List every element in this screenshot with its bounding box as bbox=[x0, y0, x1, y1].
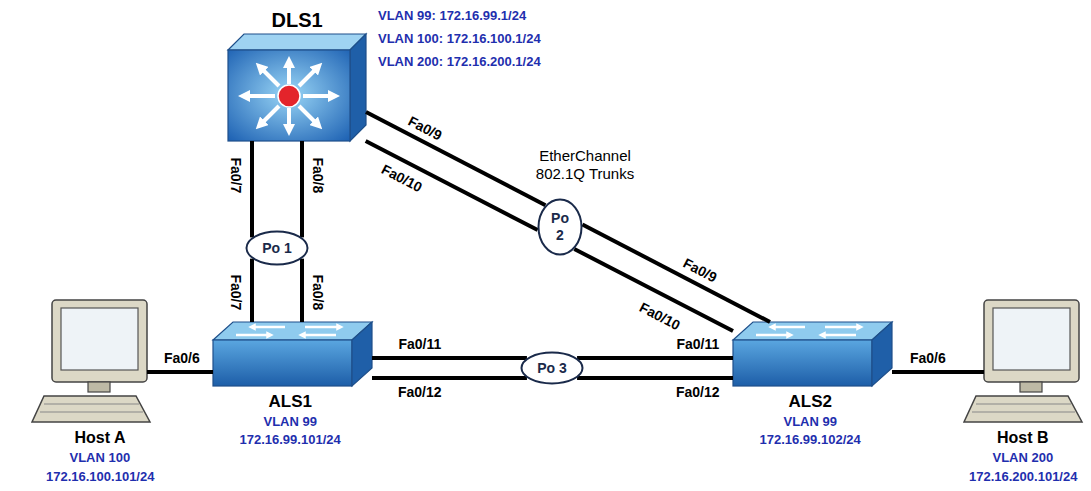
pc-icon-host-b bbox=[964, 300, 1082, 422]
trunk-link bbox=[366, 141, 538, 230]
address-label: VLAN 100 bbox=[70, 450, 131, 466]
trunk-link bbox=[250, 259, 254, 322]
port-label: Fa0/7 bbox=[228, 157, 245, 193]
mls-arrow bbox=[299, 106, 318, 125]
trunk-link bbox=[892, 370, 984, 374]
mls-side bbox=[350, 34, 366, 141]
port-channel-oval: Po 2 bbox=[537, 198, 583, 256]
address-label: 172.16.99.102/24 bbox=[760, 432, 861, 448]
mls-arrow bbox=[287, 62, 291, 84]
trunk-link bbox=[300, 141, 304, 237]
trunk-link bbox=[372, 356, 527, 360]
address-label: VLAN 99: 172.16.99.1/24 bbox=[378, 8, 526, 24]
mls-arrow bbox=[244, 94, 275, 98]
switch-icon-als1 bbox=[213, 322, 372, 386]
trunk-link bbox=[250, 141, 254, 237]
port-label: Fa0/6 bbox=[910, 350, 946, 367]
address-label: VLAN 99 bbox=[784, 414, 837, 430]
mls-arrow bbox=[260, 106, 279, 125]
port-label: Fa0/11 bbox=[677, 336, 720, 353]
mls-arrow bbox=[287, 108, 291, 130]
port-label: Fa0/12 bbox=[398, 384, 442, 401]
trunk-link bbox=[366, 112, 545, 205]
address-label: VLAN 100: 172.16.100.1/24 bbox=[378, 31, 541, 47]
device-name: Host B bbox=[997, 428, 1049, 447]
port-label: Fa0/7 bbox=[228, 274, 245, 310]
trunk-link bbox=[147, 370, 213, 374]
trunk-link bbox=[577, 356, 733, 360]
device-name: ALS2 bbox=[789, 392, 832, 412]
mls-arrow bbox=[299, 67, 318, 86]
address-label: 172.16.200.101/24 bbox=[969, 469, 1077, 485]
port-label: Fa0/8 bbox=[310, 274, 327, 310]
access-switch: ALS2VLAN 99172.16.99.102/24 bbox=[733, 322, 892, 386]
multilayer-switch-icon bbox=[228, 34, 366, 141]
mls-top bbox=[228, 34, 366, 50]
port-label: Fa0/10 bbox=[379, 160, 425, 195]
switch-icon-als2 bbox=[733, 322, 892, 386]
mls-arrow bbox=[260, 67, 279, 86]
device-name: Host A bbox=[75, 428, 126, 447]
port-label: Fa0/12 bbox=[676, 384, 720, 401]
device-name: DLS1 bbox=[272, 8, 323, 32]
oval-shape bbox=[522, 353, 583, 384]
trunk-link bbox=[372, 376, 527, 380]
multilayer-switch: DLS1VLAN 99: 172.16.99.1/24VLAN 100: 172… bbox=[228, 34, 366, 141]
trunk-link bbox=[582, 224, 770, 322]
access-switch: ALS1VLAN 99172.16.99.101/24 bbox=[213, 322, 372, 386]
mls-center-dot bbox=[278, 85, 300, 107]
port-label: Fa0/11 bbox=[399, 336, 442, 353]
port-channel-oval: Po 1 bbox=[245, 230, 309, 266]
channel-label: Po 1 bbox=[262, 240, 292, 257]
channel-label: Po 2 bbox=[548, 210, 572, 244]
mls-front bbox=[228, 50, 350, 141]
mls-arrow bbox=[303, 94, 334, 98]
port-label: Fa0/9 bbox=[680, 254, 720, 285]
host-pc: Host BVLAN 200172.16.200.101/24 bbox=[984, 300, 1079, 382]
port-label: Fa0/6 bbox=[164, 350, 200, 367]
address-label: VLAN 99 bbox=[264, 414, 317, 430]
address-label: 172.16.99.101/24 bbox=[240, 432, 341, 448]
trunk-link bbox=[300, 259, 304, 322]
oval-shape bbox=[247, 232, 308, 265]
trunk-link bbox=[577, 376, 733, 380]
address-label: VLAN 200: 172.16.200.1/24 bbox=[378, 54, 541, 70]
host-pc: Host AVLAN 100172.16.100.101/24 bbox=[52, 300, 147, 382]
port-label: Fa0/9 bbox=[405, 112, 445, 143]
address-label: VLAN 200 bbox=[993, 450, 1054, 466]
link-note: EtherChannel 802.1Q Trunks bbox=[523, 147, 648, 183]
pc-icon-host-a bbox=[32, 300, 150, 422]
port-label: Fa0/8 bbox=[310, 157, 327, 193]
oval-shape bbox=[539, 200, 582, 255]
device-name: ALS1 bbox=[269, 392, 312, 412]
channel-label: Po 3 bbox=[537, 360, 567, 377]
port-channel-oval: Po 3 bbox=[520, 351, 584, 385]
address-label: 172.16.100.101/24 bbox=[46, 469, 154, 485]
